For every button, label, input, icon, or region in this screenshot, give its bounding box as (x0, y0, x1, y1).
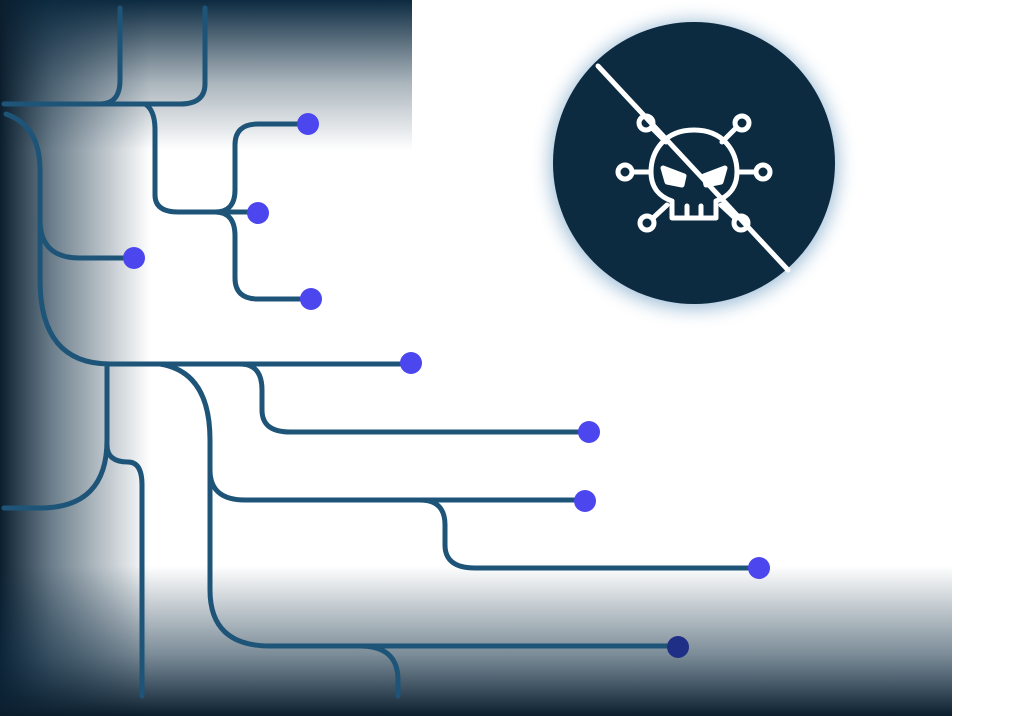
branch-line (212, 209, 314, 302)
branch-line (142, 101, 261, 215)
branch-line (37, 217, 137, 261)
branch-line (104, 442, 145, 699)
network-node (574, 490, 596, 512)
branch-line (207, 467, 681, 649)
badge-circle (553, 22, 835, 304)
network-node (748, 557, 770, 579)
branch-line (177, 5, 208, 107)
network-node (300, 288, 322, 310)
network-node (667, 636, 689, 658)
network-branches (1, 5, 761, 699)
network-node (400, 352, 422, 374)
virus-skull-icon (615, 113, 773, 233)
network-node (123, 247, 145, 269)
bottom-shade-panel (0, 566, 952, 716)
branch-line (212, 121, 311, 215)
branch-line (357, 643, 401, 699)
diagonal-strike-icon (595, 63, 791, 273)
branch-line (3, 111, 414, 367)
network-nodes (123, 113, 770, 658)
branch-line (417, 497, 761, 571)
branch-line (237, 361, 591, 435)
network-node (297, 113, 319, 135)
network-node (247, 202, 269, 224)
network-node (578, 421, 600, 443)
branch-line (157, 361, 588, 503)
blocked-malware-badge (550, 21, 838, 309)
